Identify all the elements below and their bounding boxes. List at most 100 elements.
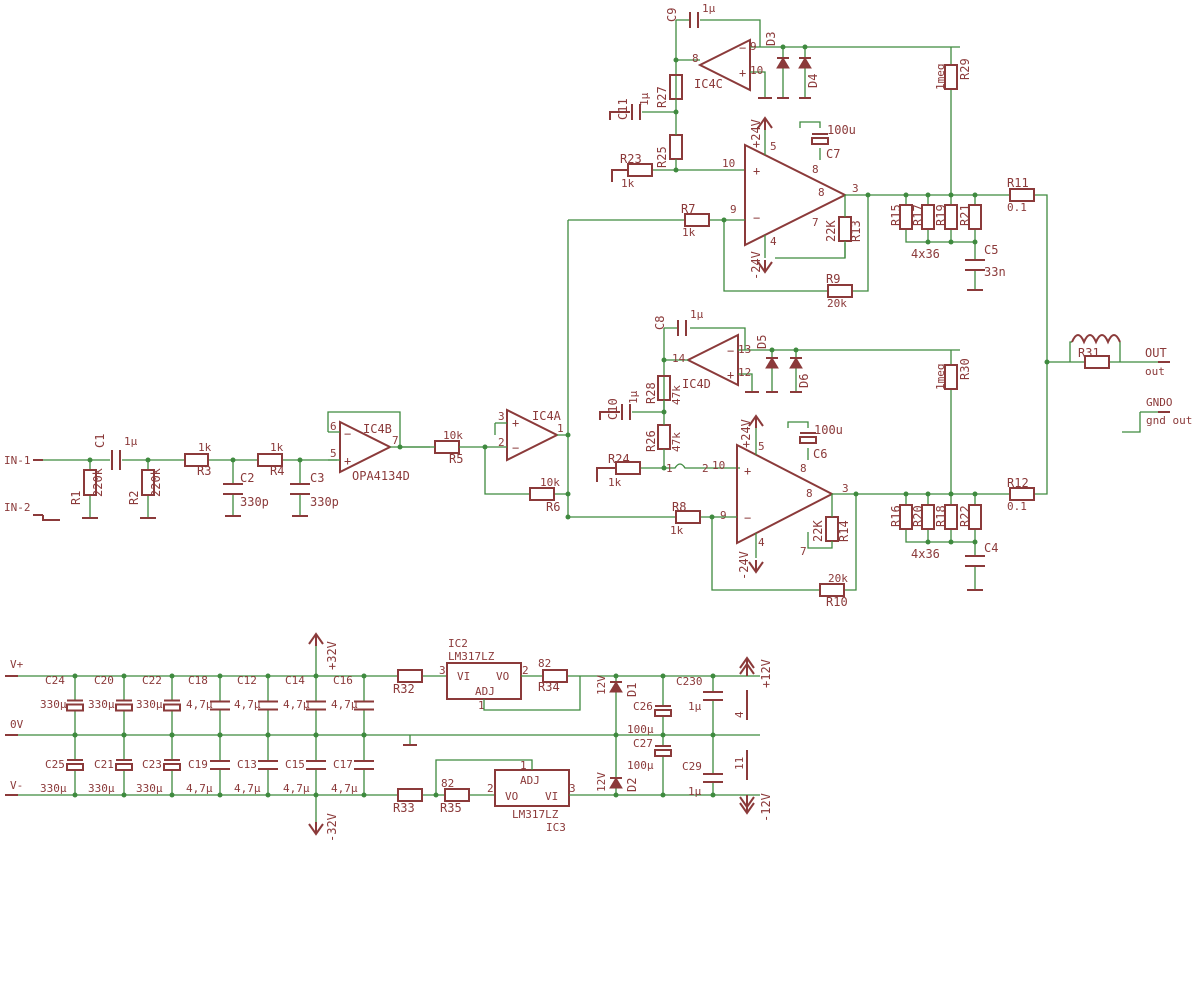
ic4b-pin5: 5 [330, 447, 337, 460]
electrolytic-capacitor [115, 763, 133, 771]
r26-label: R26 [644, 430, 658, 452]
ceramic-capacitor [210, 700, 230, 711]
ic4b-pin6: 6 [330, 420, 337, 433]
amp2-pin10: 10 [712, 459, 725, 472]
svg-text:+: + [744, 464, 751, 478]
c11-label: C11 [616, 98, 630, 120]
r34-label: R34 [538, 680, 560, 694]
c5-label: C5 [984, 243, 998, 257]
ic2-vi: VI [457, 670, 470, 683]
c26-label: C26 [633, 700, 653, 713]
r35-value: 82 [441, 777, 454, 790]
ic3-part: LM317LZ [512, 808, 559, 821]
r26-value: 47k [670, 432, 683, 452]
vminus-port: V- [10, 779, 23, 792]
r27-label: R27 [655, 86, 669, 108]
c3-value: 330p [310, 495, 339, 509]
r23-label: R23 [620, 152, 642, 166]
ic2-pin3: 3 [439, 664, 446, 677]
r29-label: R29 [958, 58, 972, 80]
r24-pin1: 1 [666, 462, 673, 475]
electrolytic-capacitor [115, 703, 133, 712]
c20-value: 330µ [88, 698, 115, 711]
ceramic-capacitor [354, 700, 374, 711]
psu-pin11: 11 [733, 757, 746, 770]
amp2-pin8: 8 [806, 487, 813, 500]
ic2-label: IC2 [448, 637, 468, 650]
r23-value: 1k [621, 177, 635, 190]
c29-label: C29 [682, 760, 702, 773]
c22-value: 330µ [136, 698, 163, 711]
amp1-pin9: 9 [730, 203, 737, 216]
ic4c-pin9: 9 [750, 40, 757, 53]
r7-label: R7 [681, 202, 695, 216]
d2-zener: 12V [595, 772, 608, 792]
r8-value: 1k [670, 524, 684, 537]
r33-label: R33 [393, 801, 415, 815]
c17-label: C17 [333, 758, 353, 771]
c23-value: 330µ [136, 782, 163, 795]
d2-label: D2 [625, 778, 639, 792]
amp2-pin5: 5 [758, 440, 765, 453]
c15-label: C15 [285, 758, 305, 771]
svg-text:+: + [739, 66, 746, 80]
r2-value: 220k [149, 467, 163, 497]
r29-value: 1meg [934, 64, 947, 91]
svg-text:−: − [753, 211, 760, 225]
ic2-pin2: 2 [522, 664, 529, 677]
r21-label: R21 [958, 204, 972, 226]
c22-label: C22 [142, 674, 162, 687]
r17-label: R17 [911, 204, 925, 226]
ceramic-capacitor [306, 700, 326, 711]
c1-label: C1 [93, 434, 107, 448]
r24-value: 1k [608, 476, 622, 489]
r4-label: R4 [270, 464, 284, 478]
input-section: IN-1 IN-2 C1 1µ R1 220k R2 220k 1k R3 1k… [4, 434, 339, 521]
m12-label: -12V [759, 793, 773, 822]
svg-text:−: − [727, 344, 734, 358]
r35-label: R35 [440, 801, 462, 815]
amp2-neg: -24V [737, 551, 751, 580]
r22-label: R22 [958, 505, 972, 527]
m32-label: -32V [325, 813, 339, 842]
rpar1-label: 4x36 [911, 247, 940, 261]
r12-value: 0.1 [1007, 500, 1027, 513]
amp2-pin3: 3 [842, 482, 849, 495]
c29-value: 1µ [688, 785, 702, 798]
c19-value: 4,7µ [186, 782, 213, 795]
amp1-pin10: 10 [722, 157, 735, 170]
c15-value: 4,7µ [283, 782, 310, 795]
rpar2-label: 4x36 [911, 547, 940, 561]
c24-value: 330µ [40, 698, 67, 711]
ic4a-inverter: +− 3 2 1 IC4A 10k R6 [482, 220, 571, 517]
c14-label: C14 [285, 674, 305, 687]
d1-label: D1 [625, 683, 639, 697]
in2-port: IN-2 [4, 501, 31, 514]
c10-label: C10 [606, 398, 620, 420]
amp1-pin5: 5 [770, 140, 777, 153]
amp1-pos: +24V [749, 119, 763, 148]
c20-label: C20 [94, 674, 114, 687]
amp1-pin8b: 8 [812, 163, 819, 176]
c5-value: 33n [984, 265, 1006, 279]
c23-label: C23 [142, 758, 162, 771]
amp2-pin4: 4 [758, 536, 765, 549]
svg-text:−: − [739, 41, 746, 55]
c230-label: C230 [676, 675, 703, 688]
ic4a-pin1: 1 [557, 422, 564, 435]
electrolytic-capacitor [66, 703, 84, 712]
r25-label: R25 [655, 146, 669, 168]
c2-value: 330p [240, 495, 269, 509]
ceramic-capacitor [354, 760, 374, 770]
r20-label: R20 [911, 505, 925, 527]
ic4a-label: IC4A [532, 409, 562, 423]
r16-label: R16 [889, 505, 903, 527]
d3-label: D3 [764, 32, 778, 46]
amp2-pos: +24V [739, 419, 753, 448]
p32-label: +32V [325, 641, 339, 670]
r15-label: R15 [889, 204, 903, 226]
ceramic-capacitor [306, 760, 326, 770]
c21-label: C21 [94, 758, 114, 771]
r13-label: R13 [849, 220, 863, 242]
